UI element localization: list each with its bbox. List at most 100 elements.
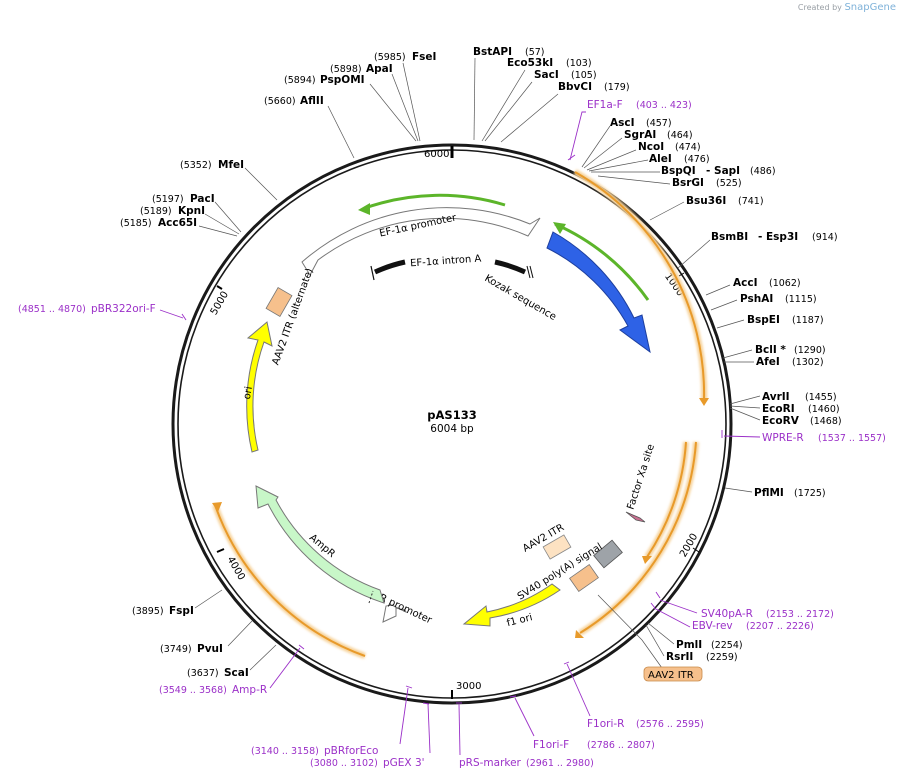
- leader-f1ori-r: [566, 663, 591, 717]
- aav2-itr-box-orange[interactable]: [569, 564, 599, 592]
- snapgene-credit: Created by SnapGene: [798, 2, 896, 13]
- leader-bspei: [716, 319, 745, 329]
- leader-pbrforeco: [399, 687, 409, 745]
- primer-f1ori-r-marker: [563, 661, 570, 665]
- site-asci: AscI(457): [610, 117, 672, 129]
- primer-sv40pa-r: SV40pA-R(2153 .. 2172): [701, 608, 834, 620]
- ampr-arrow[interactable]: [255, 485, 385, 604]
- leader-bbvci: [500, 93, 559, 143]
- site-avrii: AvrII(1455): [762, 391, 837, 403]
- leader-apai: [391, 73, 419, 142]
- plasmid-length: 6004 bp: [430, 423, 474, 435]
- leader-amp-r: [269, 647, 301, 689]
- factor-xa-label: Factor Xa site: [626, 443, 657, 511]
- leader-bsmbi: [677, 239, 711, 269]
- orange-orf-right-glow: [573, 169, 708, 401]
- primer-pbrforeco-marker: [405, 685, 413, 689]
- leader-bsu36i: [649, 201, 685, 221]
- primer-ebv-rev-marker: [650, 602, 656, 609]
- orange-orf-right: [574, 171, 706, 401]
- site-rsrii: RsrII(2259): [666, 651, 738, 663]
- aav2-itr-alt-box[interactable]: [265, 287, 293, 317]
- leader-rsrii: [645, 624, 665, 657]
- green-orf-upper-left: [364, 193, 506, 210]
- backbone-outer: [171, 143, 733, 705]
- tick-1000: [678, 272, 685, 277]
- aav2-itr-box-light[interactable]: [542, 534, 572, 560]
- primer-ebv-rev: EBV-rev(2207 .. 2226): [692, 620, 814, 632]
- orange-orf-middle-arrowhead: [642, 556, 652, 564]
- leader-aav2-itr-box: [597, 594, 663, 669]
- site-alei: AleI(476): [649, 153, 710, 165]
- site-saci: SacI(105): [534, 69, 597, 81]
- snapgene-logo: SnapGene: [844, 2, 896, 13]
- sv40-polya-box[interactable]: [593, 539, 623, 569]
- site-pspomi: (5894)PspOMI: [284, 74, 365, 86]
- ef1a-intron-left-end: [370, 265, 375, 281]
- aav2-itr-callout-label: AAV2 ITR: [648, 670, 694, 681]
- site-bcli: BclI *(1290): [755, 344, 826, 356]
- tick-label-5000: 5000: [209, 290, 231, 318]
- leader-f1ori-f: [514, 697, 535, 737]
- site-eco53ki: Eco53kI(103): [507, 57, 592, 69]
- leader-pvui: [227, 620, 253, 647]
- f1-ori-label: f1 ori: [506, 612, 534, 629]
- leader-bcli: [722, 349, 753, 359]
- leader-eco53ki: [481, 69, 526, 142]
- site-ecorv: EcoRV(1468): [762, 415, 842, 427]
- primer-wpre-r: WPRE-R(1537 .. 1557): [762, 432, 886, 444]
- site-paci: (5197)PacI: [152, 193, 215, 205]
- leader-asci: [581, 125, 611, 168]
- leader-aflii: [327, 105, 355, 159]
- site-bsmbi-esp3i: BsmBI- Esp3I(914): [711, 231, 838, 243]
- mtagbfp2-arrow[interactable]: [546, 231, 651, 354]
- leader-pgex3: [427, 703, 431, 754]
- leader-kpni: [204, 213, 240, 235]
- site-acci: AccI(1062): [733, 277, 801, 289]
- leader-ecorv: [729, 407, 761, 421]
- aav2-itr-callout[interactable]: [643, 666, 703, 682]
- orange-orf-lower-arrowhead: [575, 630, 584, 638]
- ef1a-promoter-arrow[interactable]: [301, 207, 541, 277]
- primer-sv40pa-r-marker: [655, 591, 661, 599]
- site-pshai: PshAI(1115): [740, 293, 817, 305]
- leader-bstapi: [473, 57, 476, 141]
- factor-xa-arrow: [625, 511, 646, 523]
- site-aflii: (5660)AflII: [264, 95, 324, 107]
- leader-prs-marker: [458, 703, 461, 756]
- orange-orf-left-arrowhead: [212, 502, 222, 512]
- ori-label: ori: [242, 386, 255, 401]
- leader-alei: [588, 159, 649, 172]
- site-kpni: (5189)KpnI: [140, 205, 205, 217]
- leader-sgrai: [583, 137, 623, 169]
- primer-prs-marker: pRS-marker(2961 .. 2980): [459, 757, 594, 769]
- ampr-promoter-arrow[interactable]: [382, 604, 408, 623]
- kozak-marker-2: [529, 265, 534, 279]
- ef1a-intron-right: [494, 259, 527, 275]
- site-mfei: (5352)MfeI: [180, 159, 244, 171]
- primer-pbrforeco: (3140 .. 3158)pBRforEco: [251, 745, 378, 757]
- site-ecori: EcoRI(1460): [762, 403, 840, 415]
- plasmid-name: pAS133: [427, 408, 476, 422]
- leader-pspomi: [369, 83, 417, 142]
- site-pvui: (3749)PvuI: [160, 643, 223, 655]
- tick-label-3000: 3000: [456, 681, 481, 692]
- tick-4000: [216, 548, 225, 553]
- site-bbvci: BbvCI(179): [558, 81, 630, 93]
- leader-bsrgi: [597, 175, 671, 185]
- green-orf-arrowhead-left: [358, 203, 370, 215]
- primer-f1ori-f-marker: [509, 695, 517, 698]
- ori-arrow[interactable]: [246, 321, 273, 453]
- site-scai: (3637)ScaI: [187, 667, 249, 679]
- primer-amp-r: (3549 .. 3568)Amp-R: [159, 684, 267, 696]
- ef1a-intron-left: [373, 259, 406, 275]
- primer-f1ori-f: F1ori-F(2786 .. 2807): [533, 739, 655, 751]
- site-bspei: BspEI(1187): [747, 314, 824, 326]
- orange-orf-right-arrowhead: [699, 398, 709, 406]
- leader-wpre-r: [723, 435, 761, 438]
- leader-ebv-rev: [653, 607, 691, 628]
- f1-ori-arrow[interactable]: [462, 583, 561, 627]
- kozak-label: Kozak sequence: [483, 273, 558, 323]
- leader-fsei: [402, 62, 421, 142]
